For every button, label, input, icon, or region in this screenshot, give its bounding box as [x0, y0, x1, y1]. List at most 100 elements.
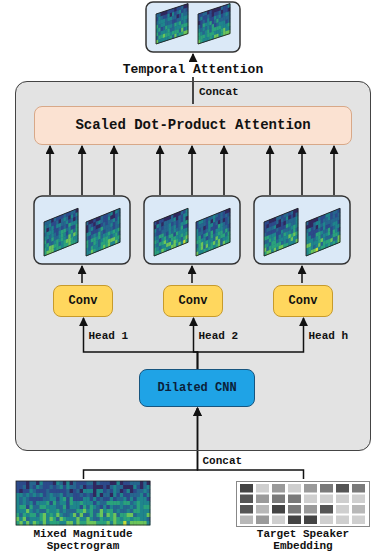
spectrogram-cell [123, 481, 127, 485]
spectrogram-cell [53, 493, 57, 497]
spectrogram-cell [96, 481, 100, 485]
embedding-cell [256, 516, 269, 525]
spectrogram-cell [143, 485, 147, 489]
spectrogram-cell [137, 517, 141, 521]
spectrogram-cell [46, 501, 50, 505]
spectrogram-cell [96, 501, 100, 505]
spectrogram-cell [86, 513, 90, 517]
edge-label: Head 2 [197, 330, 241, 343]
spectrogram-cell [63, 489, 67, 493]
spectrogram-cell [50, 497, 54, 501]
spectrogram-cell [29, 485, 33, 489]
spectrogram-cell [113, 493, 117, 497]
concat-label: Concat [197, 86, 241, 99]
spectrogram-cell [19, 517, 23, 521]
spectrogram-cell [93, 489, 97, 493]
spectrogram-ground [196, 208, 230, 256]
spectrogram-cell [117, 485, 121, 489]
spectrogram-cell [93, 517, 97, 521]
spectrogram-cell [127, 489, 131, 493]
spectrogram-cell [26, 481, 30, 485]
spectrogram-cell [50, 489, 54, 493]
spectrogram-cell [106, 481, 110, 485]
spectrogram-cell [70, 485, 74, 489]
spectrogram-cell [39, 501, 43, 505]
embedding-frame [237, 482, 370, 527]
attention-inputs [50, 146, 334, 195]
spectrogram-cell [73, 497, 77, 501]
spectrogram-cell [23, 513, 27, 517]
spectrogram-cell [53, 513, 57, 517]
spectrogram-cell [113, 505, 117, 509]
speaker-embedding: Target Speaker Embedding [233, 479, 373, 556]
spectrogram-cell [130, 513, 134, 517]
spectrogram-cell [103, 509, 107, 513]
spectrogram-cell [46, 485, 50, 489]
spectrogram-cell [56, 485, 60, 489]
spectrogram-cell [19, 513, 23, 517]
spectrogram-cell [100, 485, 104, 489]
spectrogram-cell [140, 509, 144, 513]
spectrogram-cell [50, 517, 54, 521]
spectrogram-cell [46, 509, 50, 513]
embedding-cell [256, 484, 269, 493]
spectrogram-ground [16, 481, 150, 525]
spectrogram-cell [137, 493, 141, 497]
spectrogram-cell [83, 505, 87, 509]
spectrogram-cell [63, 513, 67, 517]
connector [198, 318, 304, 369]
spectrogram-cell [36, 489, 40, 493]
spectrogram-cell [93, 485, 97, 489]
spectrogram-cell [117, 481, 121, 485]
panel-ground [15, 81, 371, 451]
spectrogram-cell [103, 505, 107, 509]
spectrogram-cell [123, 509, 127, 513]
spectrogram-cell [130, 501, 134, 505]
spectrogram-cell [90, 501, 94, 505]
spectrogram-cell [130, 489, 134, 493]
spectrogram-cell [103, 493, 107, 497]
spectrogram-cell [39, 505, 43, 509]
spectrogram-cell [66, 489, 70, 493]
embedding-cell [288, 505, 301, 514]
spectrogram-cell [66, 513, 70, 517]
spectrogram-cell [93, 505, 97, 509]
spectrogram-cell [29, 497, 33, 501]
spectrogram-cell [133, 513, 137, 517]
spectrogram-cell [56, 489, 60, 493]
spectrogram-cell [50, 509, 54, 513]
spectrogram-cell [63, 481, 67, 485]
spectrogram [198, 4, 230, 45]
spectrogram-cell [110, 505, 114, 509]
connector [84, 318, 198, 369]
spectrogram-cell [46, 517, 50, 521]
spectrogram-cell [100, 517, 104, 521]
spectrogram-cell [83, 517, 87, 521]
spectrogram-cell [127, 493, 131, 497]
spectrogram-cell [80, 505, 84, 509]
spectrogram-cell [46, 489, 50, 493]
spectrogram-cell [133, 481, 137, 485]
head-output-frame [34, 196, 130, 264]
spectrogram-cell [103, 513, 107, 517]
spectrogram-cell [43, 497, 47, 501]
spectrogram-cell [53, 509, 57, 513]
spectrogram-cell [39, 485, 43, 489]
spectrogram-cell [33, 493, 37, 497]
spectrogram-cell [120, 493, 124, 497]
spectrogram-cell [73, 493, 77, 497]
spectrogram-cell [110, 509, 114, 513]
spectrogram-cell [19, 501, 23, 505]
embedding-cell [240, 484, 253, 493]
spectrogram-cell [29, 501, 33, 505]
embedding-cell [320, 505, 333, 514]
spectrogram-cell [83, 501, 87, 505]
spectrogram-cell [127, 517, 131, 521]
spectrogram-cell [83, 485, 87, 489]
spectrogram-cell [117, 505, 121, 509]
spectrogram-cell [93, 497, 97, 501]
spectrogram-cell [93, 481, 97, 485]
spectrogram-cell [110, 497, 114, 501]
spectrogram-cell [80, 501, 84, 505]
spectrogram-cell [86, 485, 90, 489]
